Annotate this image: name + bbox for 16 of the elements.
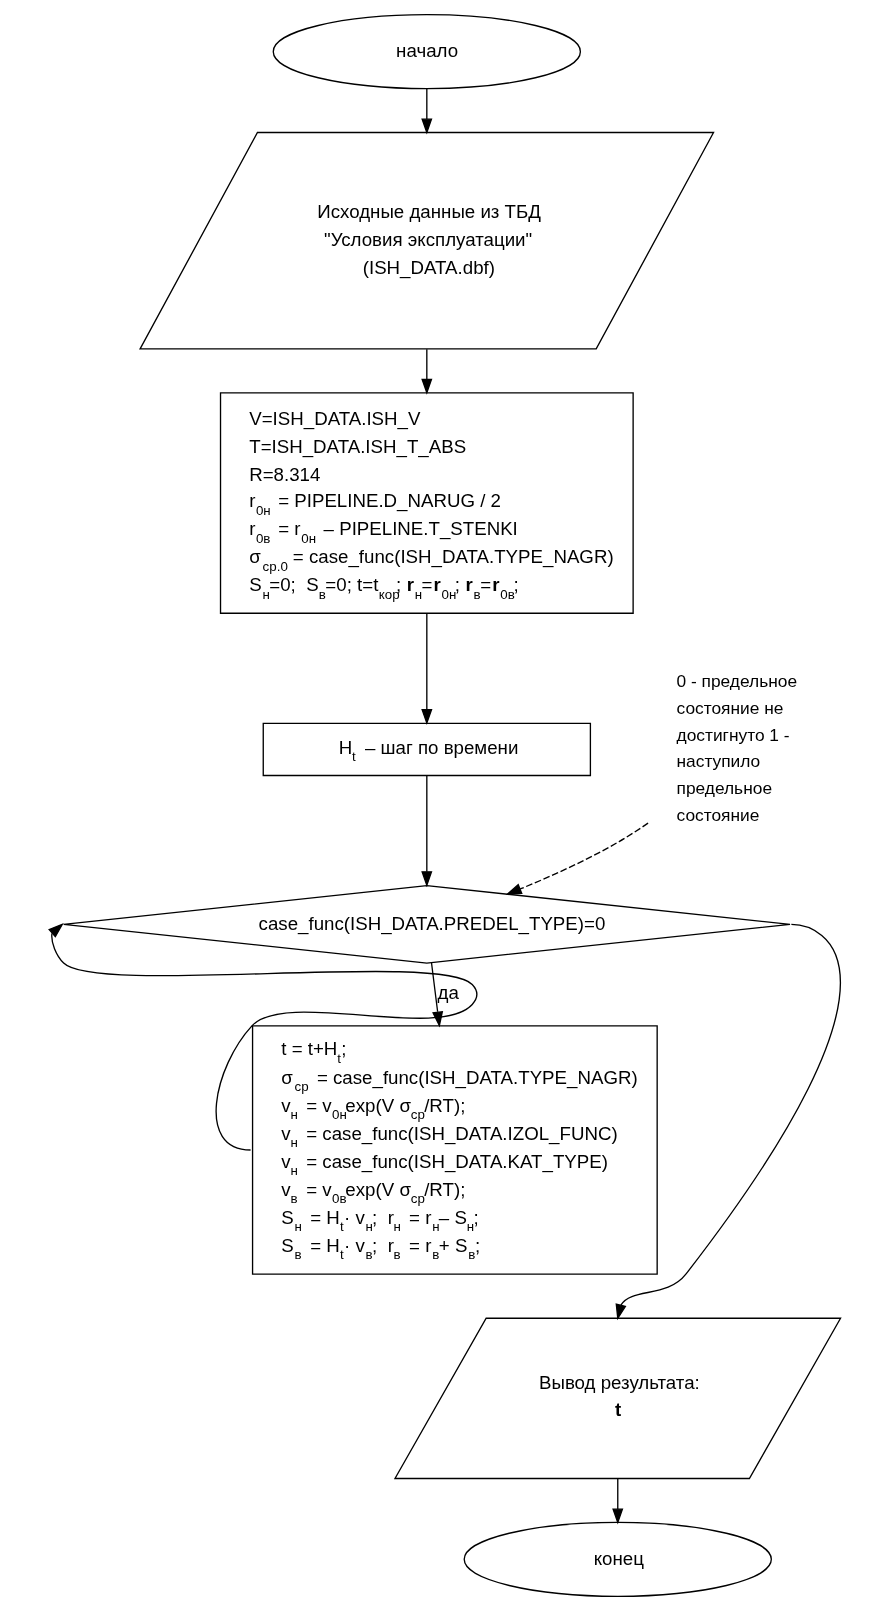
node-box: H$_{t}$ – шаг по времени — [262, 722, 591, 776]
node-text: 0 - предельное состояние не достигнуто 1 - наступило предельное состояние — [676, 670, 797, 825]
edge-label: да — [437, 981, 459, 1003]
node-box: V=ISH_DATA.ISH_V T=ISH_DATA.ISH_T_ABS R=8.314 r$_{0н}$ = PIPELINE.D_NARUG / 2 r$_{0в}$ = r$_{0н}$ – PIPELINE.T_STENKI σ$_{ср.0}$ = case_func(ISH_DATA.TYPE_NAGR) S$_{н}$=0; S$_{в}$=0; t=t$_{кор}$; r$_{н}$=r$_{0н}$; r$_{в}$=r$_{0в}$; — [219, 391, 634, 614]
arrow — [47, 922, 477, 1151]
arrow — [611, 1477, 623, 1525]
arrow — [505, 821, 649, 895]
arrow — [420, 87, 432, 135]
arrow — [420, 347, 432, 395]
arrow — [420, 774, 432, 887]
arrow — [420, 612, 432, 725]
node-ellipse: начало — [272, 13, 581, 89]
node-ellipse: конец — [463, 1521, 772, 1597]
node-box: t = t+H$_{t}$; σ$_{ср}$ = case_func(ISH_DATA.TYPE_NAGR) v$_{н}$ = v$_{0н}$exp(V σ$_{ср}$/RT); v$_{н}$ = case_func(ISH_DATA.IZOL_FUNC) v$_{н}$ = case_func(ISH_DATA.KAT_TYPE) v$_{в}$ = v$_{0в}$exp(V σ$_{ср}$/RT); S$_{н}$ = H$_{t}$· v$_{н}$; r$_{н}$ = r$_{н}$– S$_{н}$; S$_{в}$ = H$_{t}$· v$_{в}$; r$_{в}$ = r$_{в}$+ S$_{в}$; — [251, 1024, 658, 1275]
arrow — [615, 923, 841, 1320]
arrow — [430, 961, 443, 1028]
